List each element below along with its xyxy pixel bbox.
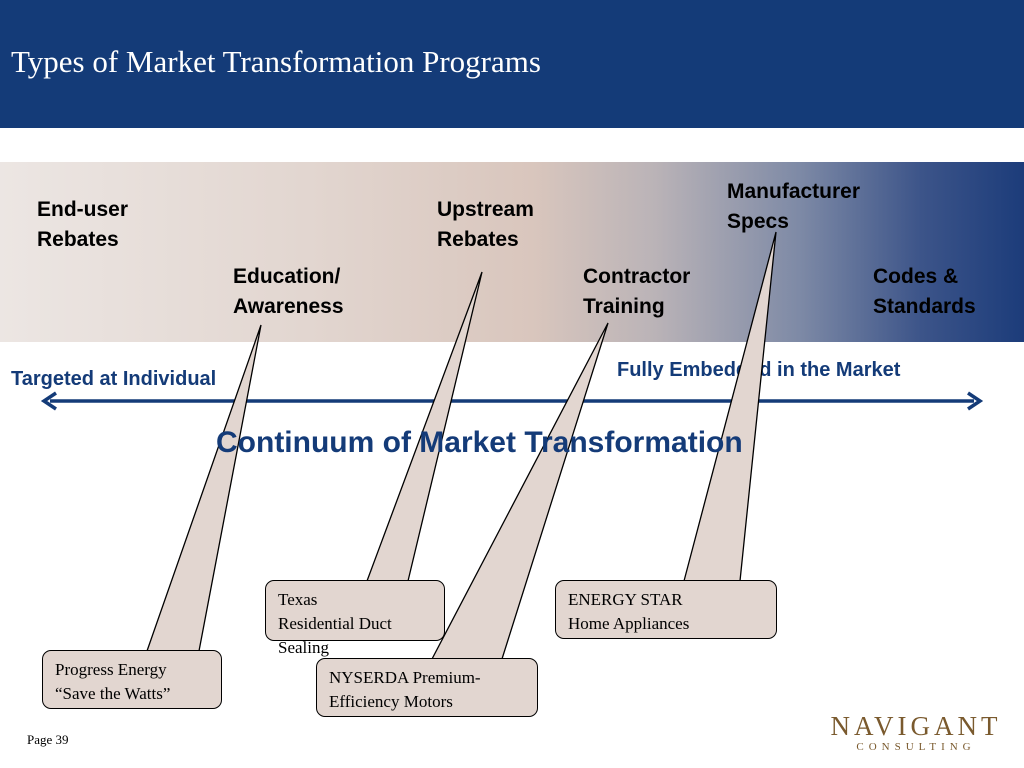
logo-wordmark: NAVIGANT	[830, 711, 1002, 741]
callout-pointer-education	[146, 324, 262, 652]
example-line: Progress Energy	[55, 660, 167, 679]
example-line: Home Appliances	[568, 614, 690, 633]
category-line: Specs	[727, 210, 789, 233]
category-line: Contractor	[583, 265, 691, 288]
example-line: Residential Duct	[278, 614, 392, 633]
category-line: Training	[583, 295, 665, 318]
slide-title: Types of Market Transformation Programs	[11, 44, 541, 79]
category-line: Codes &	[873, 265, 959, 288]
example-line: Sealing	[278, 638, 329, 657]
example-line: Efficiency Motors	[329, 692, 453, 711]
continuum-caption: Continuum of Market Transformation	[216, 426, 743, 459]
category-upstream-rebates: Upstream Rebates	[437, 195, 534, 255]
category-line: Manufacturer	[727, 180, 861, 203]
continuum-arrow	[40, 391, 984, 411]
category-line: Rebates	[437, 228, 519, 251]
example-line: ENERGY STAR	[568, 590, 683, 609]
category-line: Standards	[873, 295, 976, 318]
category-line: End-user	[37, 198, 129, 221]
category-line: Education/	[233, 265, 341, 288]
category-end-user-rebates: End-user Rebates	[37, 195, 128, 255]
category-contractor-training: Contractor Training	[583, 262, 690, 322]
header-bar: Types of Market Transformation Programs	[0, 0, 1024, 128]
category-manufacturer-specs: Manufacturer Specs	[727, 177, 860, 237]
example-energy-star: ENERGY STAR Home Appliances	[555, 580, 777, 639]
category-codes-standards: Codes & Standards	[873, 262, 976, 322]
category-line: Awareness	[233, 295, 344, 318]
callout-pointer-manufacturer	[683, 231, 777, 582]
example-texas-duct: Texas Residential Duct Sealing	[265, 580, 445, 657]
category-education-awareness: Education/ Awareness	[233, 262, 344, 322]
axis-left-label: Targeted at Individual	[11, 368, 217, 390]
example-line: Texas	[278, 590, 318, 609]
example-line: NYSERDA Premium-	[329, 668, 481, 687]
example-progress-energy: Progress Energy “Save the Watts”	[42, 650, 222, 709]
example-line: “Save the Watts”	[55, 684, 171, 703]
gradient-band	[0, 162, 1024, 342]
category-line: Rebates	[37, 228, 119, 251]
page-number: Page 39	[27, 732, 69, 747]
navigant-logo: NAVIGANT CONSULTING	[826, 712, 1006, 753]
example-nyserda: NYSERDA Premium- Efficiency Motors	[316, 658, 538, 717]
category-line: Upstream	[437, 198, 534, 221]
logo-subtitle: CONSULTING	[856, 741, 976, 753]
